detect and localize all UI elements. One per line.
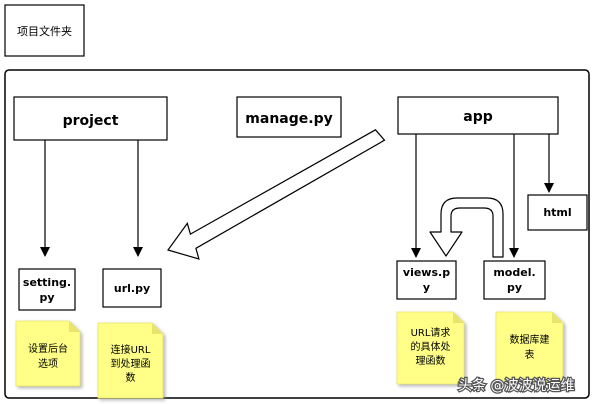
setting-py-label-line1: setting. (23, 276, 71, 289)
model-py-label-line1: model. (493, 266, 535, 279)
url-note-line3: 数 (126, 371, 136, 384)
app-node: app (397, 96, 559, 135)
model-py-node: model. py (483, 260, 546, 300)
setting-note-line1: 设置后台 (28, 342, 68, 355)
html-node: html (527, 194, 588, 231)
views-note-line1: URL请求 (411, 326, 451, 339)
watermark-text: 头条 @波波说运维 (458, 377, 574, 394)
project-folder-container (4, 69, 590, 399)
model-note-line1: 数据库建 (510, 333, 550, 346)
url-note-line1: 连接URL (111, 343, 151, 356)
url-note (97, 322, 164, 399)
views-note-line3: 理函数 (416, 354, 446, 367)
model-py-label-line2: py (507, 281, 522, 294)
url-py-label: url.py (114, 282, 150, 295)
views-py-label-line1: views.p (403, 266, 450, 279)
url-note-line2: 到处理函 (111, 358, 151, 370)
manage-py-node: manage.py (236, 96, 342, 138)
html-label: html (543, 206, 571, 219)
folder-label-box: 项目文件夹 (4, 4, 85, 57)
views-note-line2: 的具体处 (411, 340, 451, 353)
hollow-arrow-model-to-views (429, 197, 504, 258)
hollow-arrow-manage-to-url (167, 129, 386, 260)
views-py-label-line2: y (423, 281, 430, 294)
url-py-node: url.py (102, 268, 162, 308)
project-node: project (13, 96, 168, 141)
setting-py-label-line2: py (39, 291, 54, 304)
setting-note (15, 320, 81, 387)
project-label: project (63, 113, 119, 129)
views-py-node: views.p y (396, 260, 457, 300)
views-note (396, 311, 465, 385)
model-note (495, 311, 564, 383)
model-note-line2: 表 (525, 348, 535, 361)
app-label: app (463, 109, 493, 125)
setting-note-line2: 选项 (38, 357, 58, 370)
setting-py-node: setting. py (18, 268, 76, 311)
folder-label: 项目文件夹 (17, 24, 72, 38)
manage-py-label: manage.py (245, 111, 332, 127)
